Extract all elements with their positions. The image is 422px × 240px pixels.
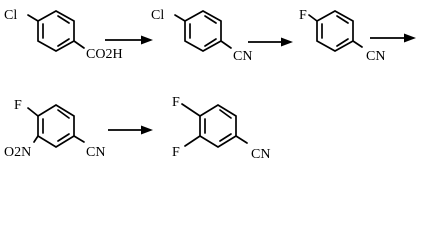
aromatic-double-bond — [57, 133, 70, 142]
substituent-bond — [220, 40, 232, 49]
aromatic-double-bond — [204, 38, 217, 47]
reaction-arrow-2 — [248, 37, 293, 47]
fluoro-label: F — [14, 98, 22, 113]
substituent-bond — [174, 14, 186, 22]
substituent-bond — [73, 40, 85, 49]
fluoro-label: F — [172, 95, 180, 110]
reaction-arrow-4 — [108, 125, 153, 135]
substituent-bond — [33, 135, 39, 143]
nitrile-label: CN — [233, 49, 252, 64]
nitrile-label: CN — [86, 145, 105, 160]
substituent-bond — [27, 14, 39, 22]
aromatic-double-bond — [336, 15, 349, 24]
aromatic-double-bond — [57, 38, 70, 47]
substituent-bond — [235, 135, 248, 144]
compound-1-4-chlorobenzoic-acid: Cl CO2H — [4, 8, 123, 62]
reaction-scheme: Cl CO2H Cl CN — [4, 8, 416, 162]
nitrile-label: CN — [251, 147, 270, 162]
carboxylic-acid-label: CO2H — [86, 47, 123, 62]
aromatic-double-bond — [57, 15, 70, 24]
compound-2-4-chlorobenzonitrile: Cl CN — [151, 8, 252, 64]
substituent-bond — [27, 107, 39, 117]
compound-3-4-fluorobenzonitrile: F CN — [299, 8, 385, 64]
aromatic-double-bond — [204, 15, 217, 24]
nitrile-label: CN — [366, 49, 385, 64]
chloro-label: Cl — [4, 8, 17, 23]
reaction-arrow-1 — [105, 35, 153, 45]
substituent-bond — [73, 135, 85, 143]
aromatic-double-bond — [336, 38, 349, 47]
fluoro-label: F — [299, 8, 307, 23]
substituent-bond — [308, 14, 318, 22]
substituent-bond — [184, 135, 201, 147]
substituent-bond — [352, 40, 363, 48]
reaction-scheme-drawing: Cl CO2H Cl CN — [4, 8, 416, 162]
reaction-arrow-3 — [370, 33, 416, 43]
substituent-bond — [181, 103, 201, 117]
aromatic-double-bond — [57, 109, 70, 119]
nitro-label: O2N — [4, 145, 31, 160]
compound-5-3-4-difluorobenzonitrile: F F CN — [172, 95, 270, 162]
aromatic-double-bond — [219, 133, 232, 142]
aromatic-double-bond — [219, 109, 232, 119]
chloro-label: Cl — [151, 8, 164, 23]
compound-4-4-fluoro-3-nitrobenzonitrile: F O2N CN — [4, 98, 105, 160]
fluoro-label: F — [172, 145, 180, 160]
